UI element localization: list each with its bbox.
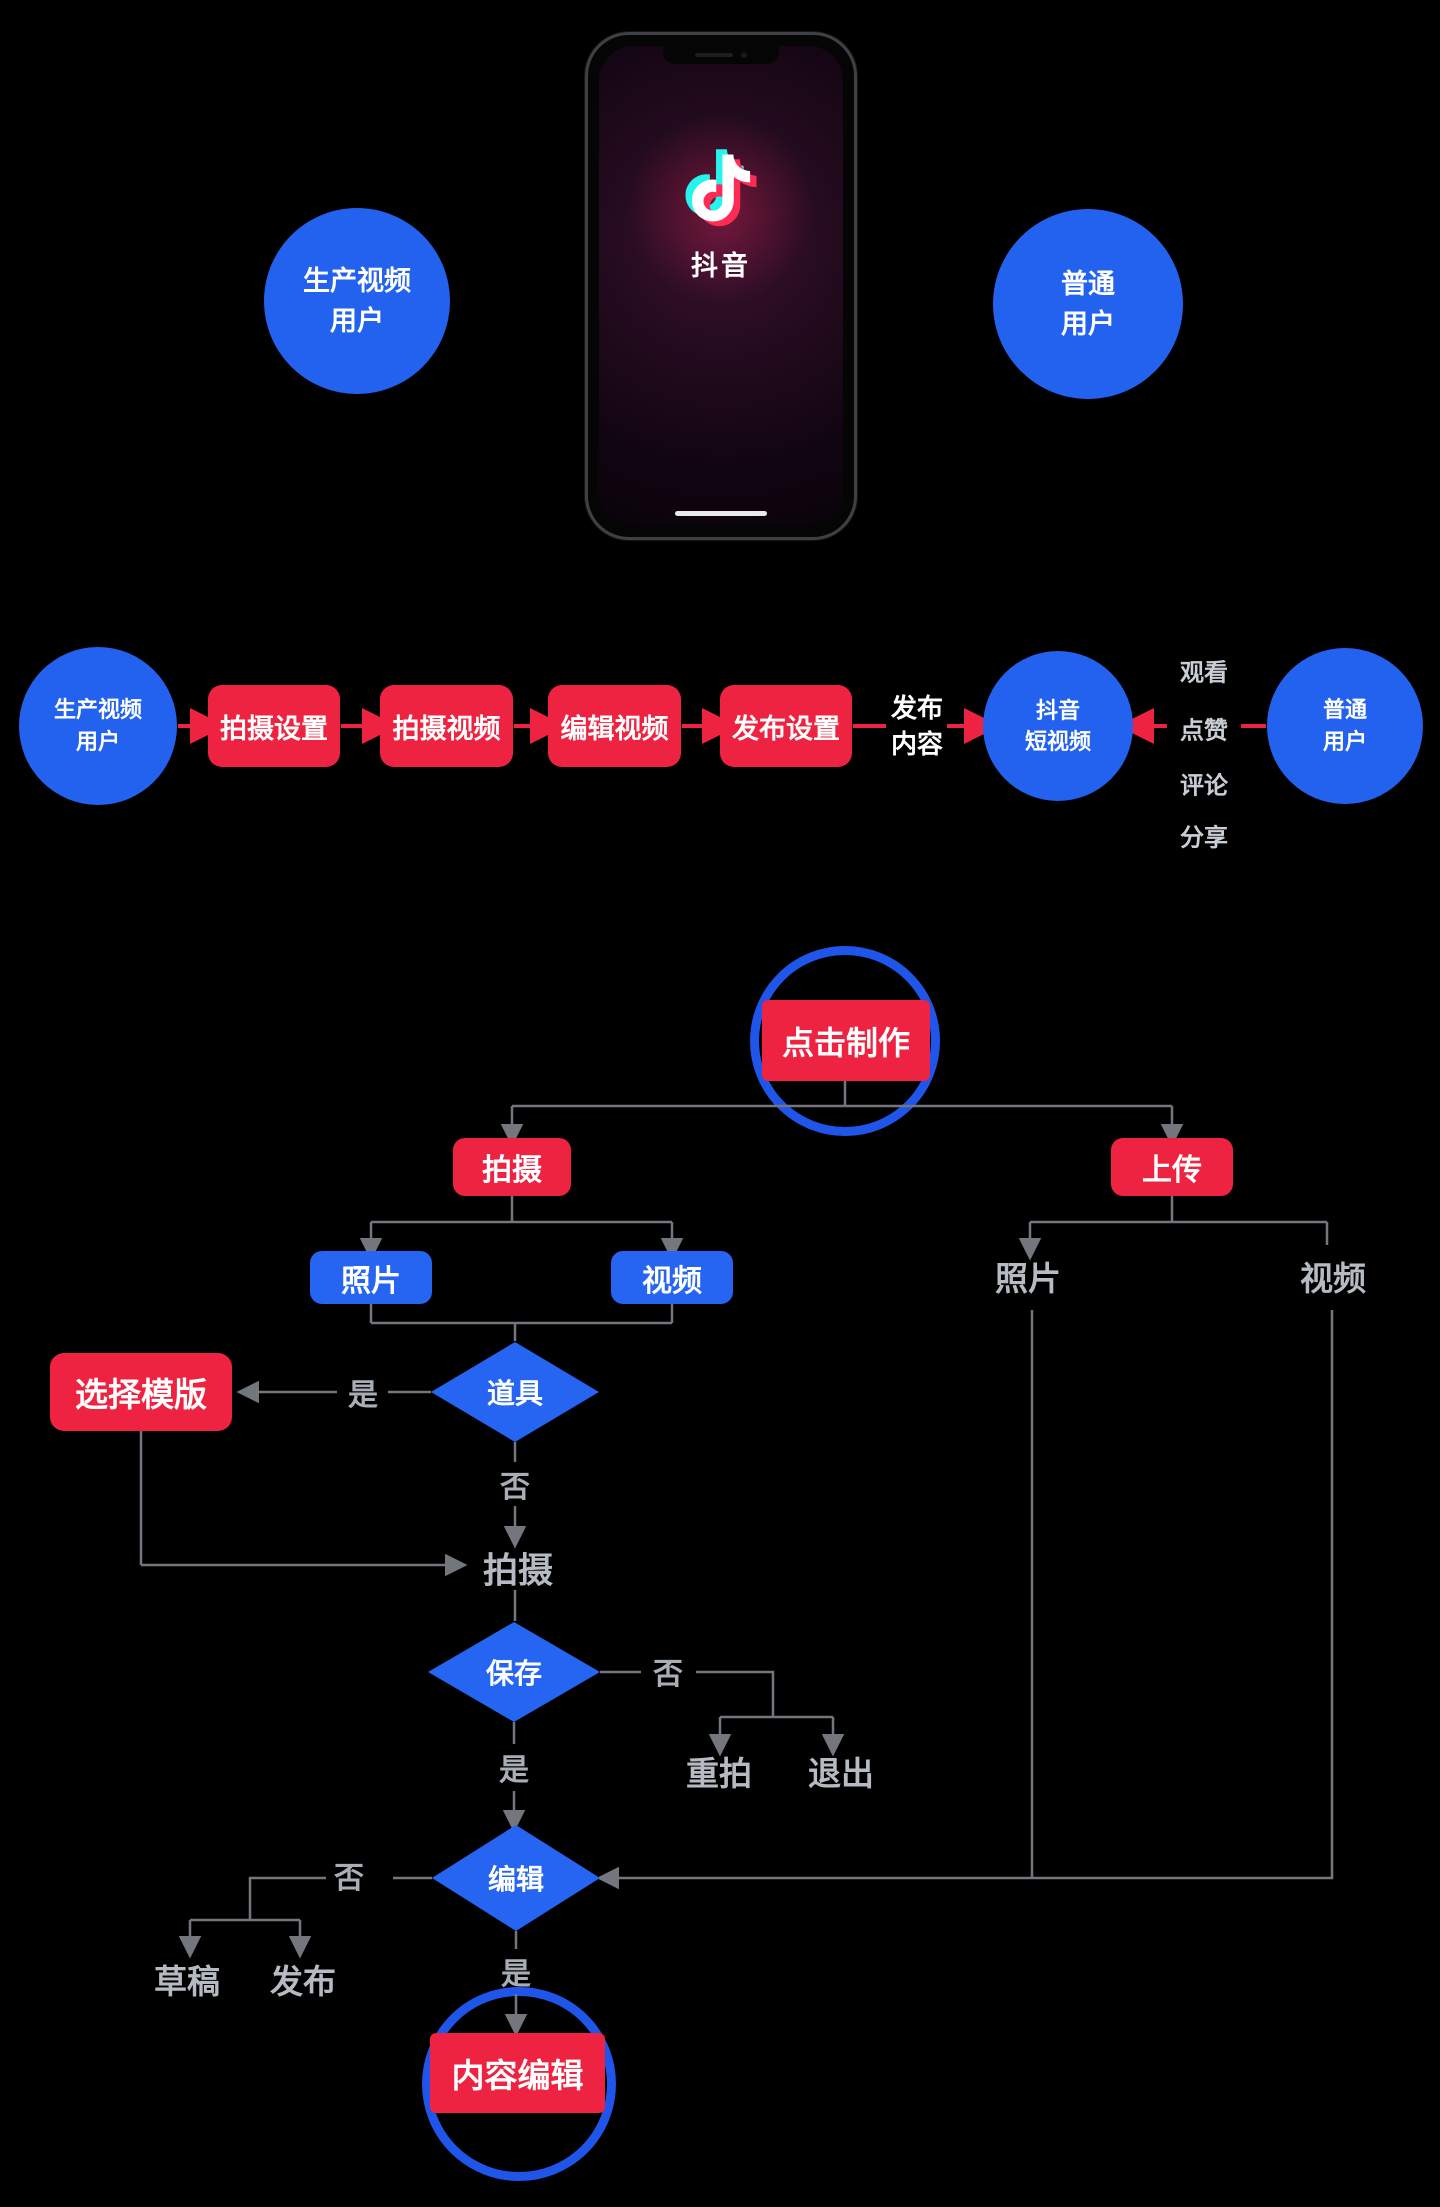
publish-content-line1: 发布 <box>890 693 943 723</box>
save-yes-label: 是 <box>499 1754 529 1787</box>
shoot-step-label: 拍摄 <box>482 1551 554 1591</box>
camera-dot <box>741 52 747 58</box>
producer-users-circle-pipeline: 生产视频 用户 <box>19 647 177 805</box>
producer-users-line1: 生产视频 <box>303 266 411 296</box>
upload-photo-label: 照片 <box>995 1260 1061 1297</box>
shoot-node: 拍摄 <box>453 1138 571 1196</box>
ordinary-users-line2: 用户 <box>1061 309 1115 339</box>
props-yes-label: 是 <box>348 1379 378 1412</box>
publish-content-line2: 内容 <box>890 729 943 759</box>
douyin-circle-line1: 抖音 <box>1035 698 1080 723</box>
interaction-like: 点赞 <box>1180 717 1228 745</box>
phone-screen: 抖音 <box>599 46 843 526</box>
producer-users-line2: 用户 <box>330 306 384 336</box>
interaction-comment: 评论 <box>1180 772 1228 800</box>
producer-users-circle-top: 生产视频 用户 <box>264 208 450 394</box>
phone-notch <box>663 46 779 64</box>
exit-label: 退出 <box>808 1755 874 1792</box>
step-shoot-settings: 拍摄设置 <box>208 685 340 767</box>
content-edit-highlight-ring <box>422 1987 616 2181</box>
pipeline-viewer-line1: 普通 <box>1322 697 1367 722</box>
interaction-share: 分享 <box>1180 824 1228 852</box>
douyin-circle-line2: 短视频 <box>1024 729 1091 754</box>
shoot-photo-node: 照片 <box>310 1251 432 1304</box>
save-decision-diamond: 保存 <box>428 1622 600 1722</box>
app-name-label: 抖音 <box>691 251 751 281</box>
step-edit-video: 编辑视频 <box>548 685 681 767</box>
upload-video-label: 视频 <box>1300 1260 1366 1297</box>
ordinary-users-line1: 普通 <box>1061 269 1115 299</box>
ordinary-users-circle-top: 普通 用户 <box>993 209 1183 399</box>
start-highlight-ring <box>750 946 940 1136</box>
content-edit-node: 内容编辑 <box>430 2033 605 2113</box>
retake-label: 重拍 <box>686 1755 752 1792</box>
publish-content-label: 发布 内容 <box>887 690 947 762</box>
pipeline-producer-line1: 生产视频 <box>53 697 142 722</box>
ordinary-users-circle-pipeline: 普通 用户 <box>1267 648 1423 804</box>
home-indicator <box>675 511 767 516</box>
start-node-click-create: 点击制作 <box>762 1000 930 1081</box>
edit-decision-diamond: 编辑 <box>432 1825 600 1931</box>
pipeline-viewer-line2: 用户 <box>1322 729 1367 754</box>
edit-no-label: 否 <box>334 1862 364 1895</box>
speaker-slot <box>695 53 733 57</box>
choose-template-node: 选择模版 <box>50 1353 232 1431</box>
step-publish-settings: 发布设置 <box>720 685 852 767</box>
step-shoot-video: 拍摄视频 <box>380 685 513 767</box>
douyin-logo-icon <box>685 149 757 227</box>
phone-mockup: 抖音 <box>585 32 857 540</box>
shoot-video-node: 视频 <box>611 1251 733 1304</box>
publish-label: 发布 <box>270 1963 336 2000</box>
props-no-label: 否 <box>500 1471 530 1504</box>
props-decision-diamond: 道具 <box>431 1342 599 1442</box>
douyin-short-video-circle: 抖音 短视频 <box>983 651 1133 801</box>
draft-label: 草稿 <box>154 1963 220 2000</box>
save-no-label: 否 <box>653 1658 683 1691</box>
interaction-watch: 观看 <box>1180 659 1228 687</box>
edit-yes-label: 是 <box>501 1958 531 1991</box>
pipeline-producer-line2: 用户 <box>75 729 120 754</box>
upload-node: 上传 <box>1111 1138 1233 1196</box>
